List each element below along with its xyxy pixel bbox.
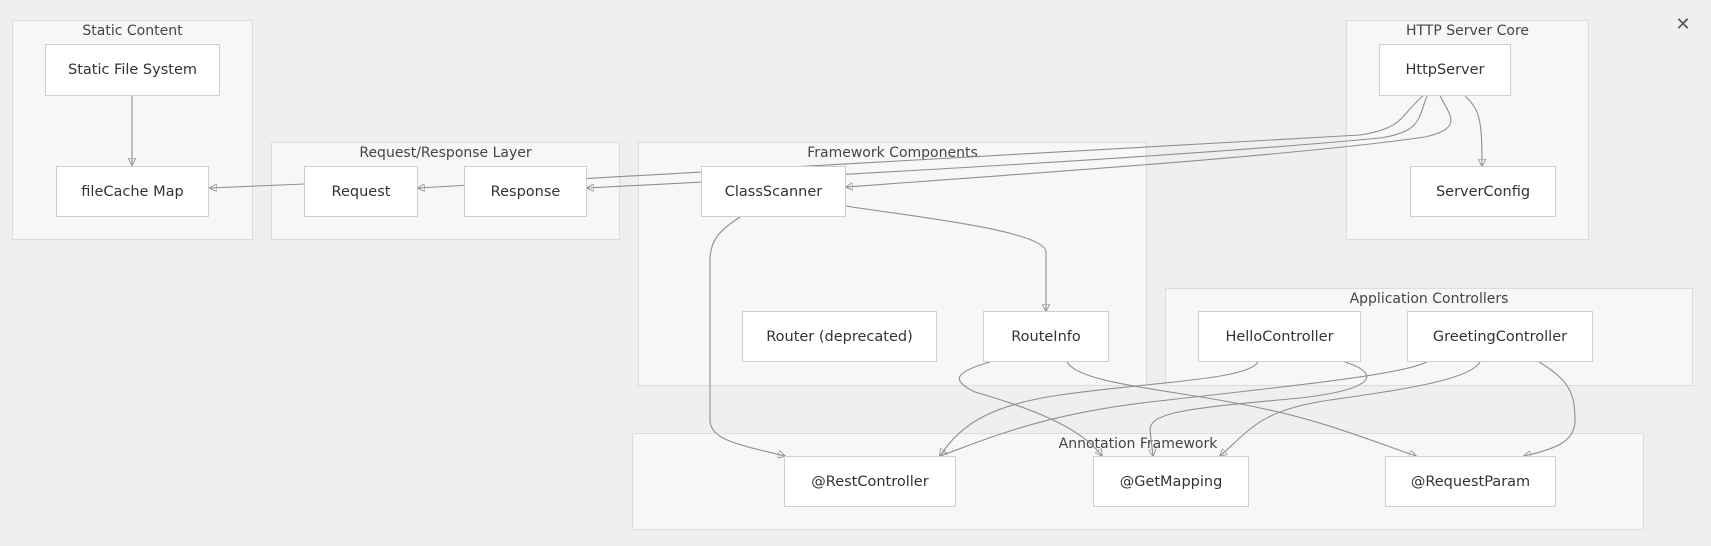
node-class-scanner[interactable]: ClassScanner	[701, 166, 846, 217]
node-request[interactable]: Request	[304, 166, 418, 217]
node-get-mapping[interactable]: @GetMapping	[1093, 456, 1249, 507]
node-router-deprecated[interactable]: Router (deprecated)	[742, 311, 937, 362]
node-http-server[interactable]: HttpServer	[1379, 44, 1511, 96]
node-rest-controller[interactable]: @RestController	[784, 456, 956, 507]
node-response[interactable]: Response	[464, 166, 587, 217]
group-label-static-content: Static Content	[82, 23, 183, 39]
close-icon[interactable]: ✕	[1675, 13, 1691, 35]
node-request-param[interactable]: @RequestParam	[1385, 456, 1556, 507]
node-hello-controller[interactable]: HelloController	[1198, 311, 1361, 362]
group-label-framework-components: Framework Components	[807, 145, 978, 161]
group-label-request-response-layer: Request/Response Layer	[359, 145, 532, 161]
node-filecache-map[interactable]: fileCache Map	[56, 166, 209, 217]
node-server-config[interactable]: ServerConfig	[1410, 166, 1556, 217]
group-label-application-controllers: Application Controllers	[1349, 291, 1509, 307]
node-route-info[interactable]: RouteInfo	[983, 311, 1109, 362]
node-greeting-controller[interactable]: GreetingController	[1407, 311, 1593, 362]
node-static-file-system[interactable]: Static File System	[45, 44, 220, 96]
group-label-annotation-framework: Annotation Framework	[1058, 436, 1218, 452]
group-label-http-server-core: HTTP Server Core	[1405, 23, 1530, 39]
